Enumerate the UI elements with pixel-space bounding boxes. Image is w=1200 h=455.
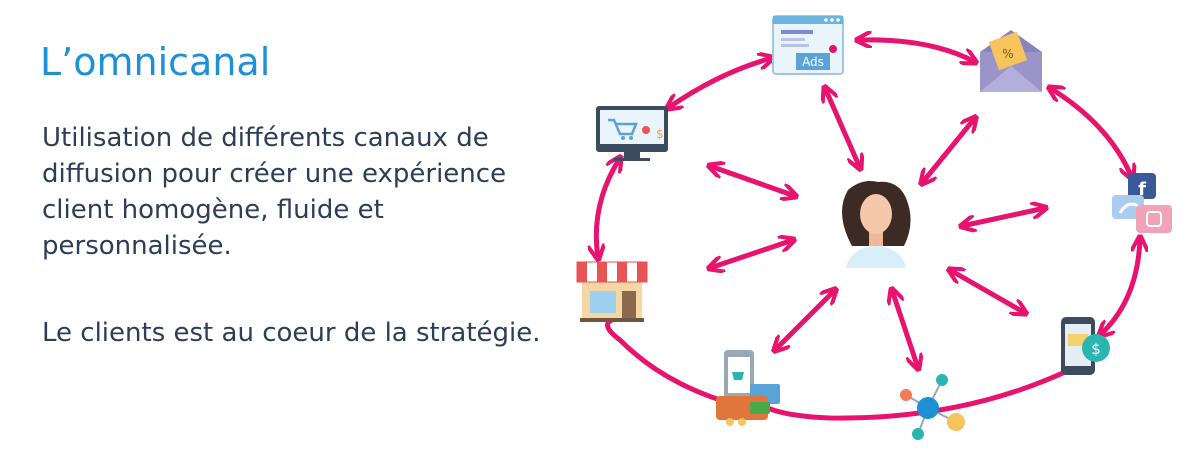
spoke-arrow xyxy=(825,88,860,168)
ecommerce-monitor-icon: $ xyxy=(596,106,668,161)
conclusion-text: Le clients est au coeur de la stratégie. xyxy=(42,318,541,348)
ring-arc-email-social xyxy=(1050,88,1132,178)
svg-text:$: $ xyxy=(1091,340,1101,358)
mobile-shop-wallet-icon xyxy=(716,350,780,426)
spoke-arrows xyxy=(710,88,1045,368)
spoke-arrow xyxy=(710,240,793,268)
ring-arc-social-mobile xyxy=(1100,238,1140,335)
spoke-arrow xyxy=(962,208,1045,226)
ads-label: Ads xyxy=(802,55,824,69)
network-icon xyxy=(900,374,965,440)
mobile-payment-icon: $ xyxy=(1061,317,1110,375)
ads-browser-icon: Ads xyxy=(772,15,844,75)
ring-arc-mobile-wallet xyxy=(759,369,1068,421)
ring-arc-monitor-ads xyxy=(668,58,772,108)
spoke-arrow xyxy=(710,166,795,196)
svg-text:$: $ xyxy=(656,127,664,141)
spoke-arrow xyxy=(950,270,1025,313)
spoke-arrow xyxy=(892,290,918,368)
ring-arc-store-monitor xyxy=(596,158,620,258)
ring-arc-wallet-store xyxy=(605,317,723,403)
spoke-arrow xyxy=(775,290,835,350)
ring-arc-ads-email xyxy=(858,40,975,62)
svg-text:%: % xyxy=(1002,47,1013,61)
description-text: Utilisation de différents canaux de diff… xyxy=(42,123,507,261)
svg-text:f: f xyxy=(1138,179,1146,200)
ring-arrows xyxy=(596,40,1140,421)
store-icon xyxy=(576,261,648,322)
page-title: L’omnicanal xyxy=(40,40,271,84)
customer-avatar-icon xyxy=(842,181,911,268)
spoke-arrow xyxy=(922,118,975,183)
email-promo-icon: % xyxy=(980,30,1042,92)
social-media-icon: f xyxy=(1112,173,1172,233)
